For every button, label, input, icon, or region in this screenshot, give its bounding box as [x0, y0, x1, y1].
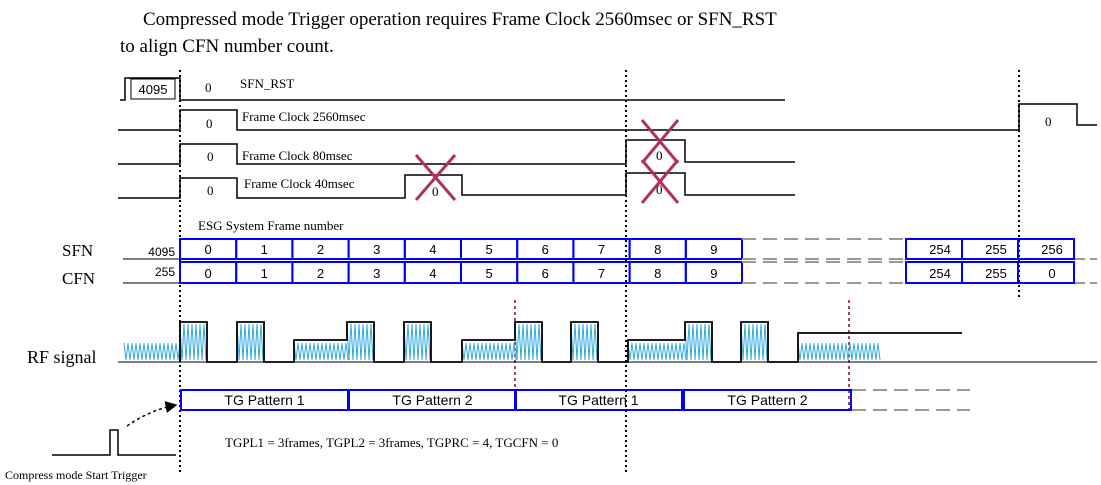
rf-burst	[236, 323, 264, 361]
rf-burst	[740, 323, 768, 361]
rf-signal-waveform	[123, 323, 881, 361]
frame-clock-2560-label: Frame Clock 2560msec	[242, 109, 366, 124]
frame-clock-40-crossed-value-1: 0	[432, 184, 439, 199]
tg-pattern-box	[683, 389, 852, 411]
sfn-row-label: SFN	[62, 241, 93, 260]
sfn-rst-prev-value: 4095	[139, 82, 168, 97]
frame-clock-40-value: 0	[207, 183, 214, 198]
frame-clock-80-crossed-value: 0	[656, 148, 663, 163]
sfn-frame-boxes: 0 1 2 3 4 5 6 7 8 9	[179, 238, 743, 260]
sfn-frame-box	[684, 238, 743, 260]
sfn-frame-number: 2	[317, 242, 324, 257]
frame-clock-40-signal	[118, 172, 795, 199]
title-line-1: Compressed mode Trigger operation requir…	[143, 9, 777, 30]
frame-clock-80-value: 0	[207, 149, 214, 164]
cfn-tail-boxes: 254 255 0	[905, 261, 1075, 284]
sfn-tail-number: 255	[985, 242, 1007, 257]
frame-clock-40-crossed-value-2: 0	[656, 182, 663, 197]
tg-pattern-box	[514, 389, 683, 411]
rf-burst	[684, 323, 712, 361]
tg-pattern-label: TG Pattern 1	[224, 392, 304, 408]
cfn-frame-number: 2	[317, 266, 324, 281]
sfn-frame-number: 9	[710, 242, 717, 257]
cfn-frame-number: 1	[261, 266, 268, 281]
sfn-tail-boxes: 254 255 256	[905, 238, 1075, 260]
cfn-tail-number: 254	[929, 266, 951, 281]
cfn-tail-number: 0	[1048, 266, 1055, 281]
rf-signal-label: RF signal	[27, 347, 97, 367]
frame-clock-80-signal	[118, 139, 795, 165]
sfn-frame-number: 1	[261, 242, 268, 257]
cfn-frame-number: 6	[542, 266, 549, 281]
trigger-arrow	[126, 401, 178, 427]
cfn-frame-number: 3	[373, 266, 380, 281]
rf-burst	[461, 342, 517, 361]
cfn-frame-number: 0	[204, 266, 211, 281]
cfn-frame-number: 7	[598, 266, 605, 281]
rf-burst	[627, 342, 687, 361]
x-mark-3	[640, 159, 680, 204]
rf-burst	[123, 342, 183, 361]
cfn-prev-value: 255	[155, 265, 175, 279]
sfn-prev-value: 4095	[148, 245, 175, 259]
rf-burst	[403, 323, 431, 361]
tg-pattern-label: TG Pattern 2	[392, 392, 472, 408]
rf-burst	[797, 342, 881, 361]
sfn-frame-number: 8	[654, 242, 661, 257]
x-mark-1	[414, 154, 457, 201]
invalid-edge-x-marks	[414, 119, 680, 204]
cfn-gap-dashes	[742, 261, 905, 284]
cfn-tail-number: 255	[985, 266, 1007, 281]
sfn-tail-box	[1017, 238, 1075, 260]
start-trigger-pulse	[52, 429, 176, 456]
tg-pattern-boxes: TG Pattern 1 TG Pattern 2 TG Pattern 1 TG P…	[180, 389, 852, 411]
sfn-frame-number: 4	[429, 242, 436, 257]
cfn-frame-number: 4	[429, 266, 436, 281]
frame-clock-40-label: Frame Clock 40msec	[244, 176, 355, 191]
esg-frame-label: ESG System Frame number	[198, 218, 344, 233]
tg-parameters: TGPL1 = 3frames, TGPL2 = 3frames, TGPRC …	[225, 435, 558, 450]
cfn-frame-boxes: 0 1 2 3 4 5 6 7 8 9	[179, 261, 743, 284]
frame-clock-2560-value: 0	[206, 116, 213, 131]
frame-clock-2560-end-value: 0	[1045, 114, 1052, 129]
sfn-rst-value: 0	[205, 80, 212, 95]
frame-clock-80-label: Frame Clock 80msec	[242, 148, 353, 163]
sfn-rst-signal	[120, 77, 785, 101]
x-mark-2	[640, 119, 680, 164]
sfn-rst-label: SFN_RST	[240, 76, 294, 91]
cfn-frame-number: 8	[654, 266, 661, 281]
sfn-frame-number: 5	[485, 242, 492, 257]
rf-burst	[570, 323, 598, 361]
cfn-tail-box	[1017, 261, 1075, 284]
cfn-frame-number: 9	[710, 266, 717, 281]
sfn-gap-dashes	[742, 238, 905, 260]
rf-burst	[293, 342, 349, 361]
sfn-frame-number: 3	[373, 242, 380, 257]
cfn-frame-number: 5	[485, 266, 492, 281]
sfn-frame-number: 6	[542, 242, 549, 257]
cfn-frame-box	[684, 261, 743, 284]
frame-clock-2560-signal	[118, 103, 1097, 131]
start-trigger-label: Compress mode Start Trigger	[5, 468, 147, 482]
rf-burst	[346, 323, 374, 361]
tg-pattern-label: TG Pattern 2	[727, 392, 807, 408]
sfn-tail-number: 256	[1041, 242, 1063, 257]
sfn-tail-number: 254	[929, 242, 951, 257]
tg-pattern-label: TG Pattern 1	[558, 392, 638, 408]
tg-continuation-dashes	[852, 389, 970, 411]
rf-burst	[179, 323, 207, 361]
rf-burst	[514, 323, 542, 361]
rf-signal-envelope	[179, 321, 962, 363]
sfn-frame-number: 7	[598, 242, 605, 257]
cfn-row-label: CFN	[62, 269, 95, 288]
sfn-frame-number: 0	[204, 242, 211, 257]
sfn-rst-prev-box	[130, 78, 176, 100]
title-line-2: to align CFN number count.	[120, 36, 334, 57]
